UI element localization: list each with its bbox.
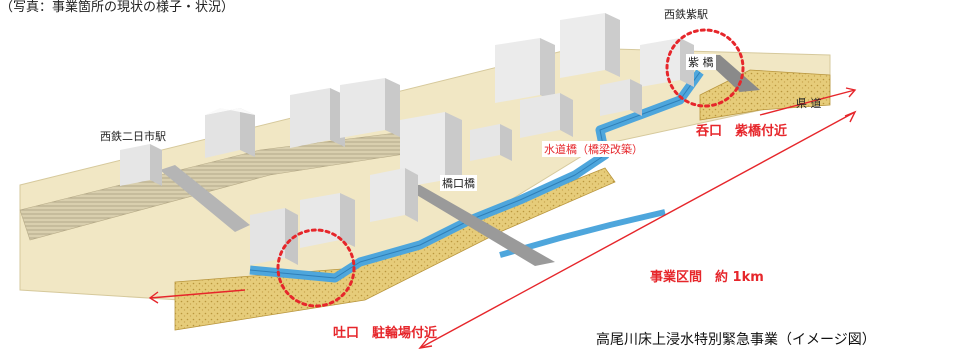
road-label-prefectural: 県 道 xyxy=(796,97,822,110)
bridge-label-murasaki: 紫 橋 xyxy=(686,54,716,70)
building xyxy=(520,93,573,138)
tributary xyxy=(499,209,666,258)
outlet-label: 吐口 駐輪場付近 xyxy=(333,326,438,341)
building xyxy=(370,168,418,222)
building xyxy=(560,13,620,78)
building xyxy=(290,88,345,148)
building xyxy=(600,79,642,116)
bridge-label-suidou: 水道橋（橋梁改築） xyxy=(542,141,645,157)
station-label-futsukaichi: 西鉄二日市駅 xyxy=(100,130,166,143)
buildings xyxy=(120,13,694,265)
intake-circle xyxy=(665,28,745,108)
header-text: （写真：事業箇所の現状の様子・状況） xyxy=(0,0,235,15)
flow-arrow-right xyxy=(759,87,857,116)
road-hashiguchi xyxy=(400,185,555,266)
building xyxy=(495,38,555,103)
road-left xyxy=(160,165,250,232)
outlet-circle xyxy=(276,228,356,308)
building xyxy=(120,144,162,186)
building xyxy=(205,108,255,158)
building xyxy=(300,193,355,248)
flow-arrow-left xyxy=(148,289,246,304)
section-arrow xyxy=(418,110,857,349)
building xyxy=(470,124,512,161)
caption: 高尾川床上浸水特別緊急事業（イメージ図） xyxy=(596,332,876,348)
building xyxy=(340,78,400,138)
building xyxy=(250,208,298,265)
river-channel-edge xyxy=(249,71,701,279)
intake-label: 呑口 紫橋付近 xyxy=(696,124,788,139)
building xyxy=(640,38,694,87)
section-label: 事業区間 約 1km xyxy=(650,270,764,285)
station-label-shiraki: 西鉄紫駅 xyxy=(664,8,708,21)
building xyxy=(400,112,462,188)
bridge-label-hashiguchi: 橋口橋 xyxy=(440,175,477,191)
